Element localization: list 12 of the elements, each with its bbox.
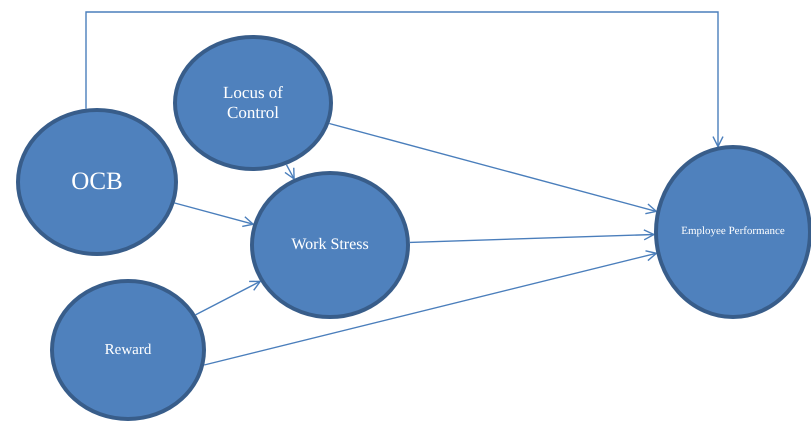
construct-label: Locus of Control (222, 82, 284, 124)
construct-label: Employee Performance (681, 225, 785, 239)
arrow (410, 229, 655, 244)
arrow (284, 164, 295, 180)
construct-label: Work Stress (291, 235, 369, 255)
arrow (204, 250, 658, 366)
construct-label: Reward (104, 341, 152, 359)
arrow (174, 202, 254, 228)
construct-label: OCB (71, 167, 123, 197)
arrow (85, 11, 724, 148)
arrow (195, 280, 261, 316)
arrow (329, 122, 657, 214)
